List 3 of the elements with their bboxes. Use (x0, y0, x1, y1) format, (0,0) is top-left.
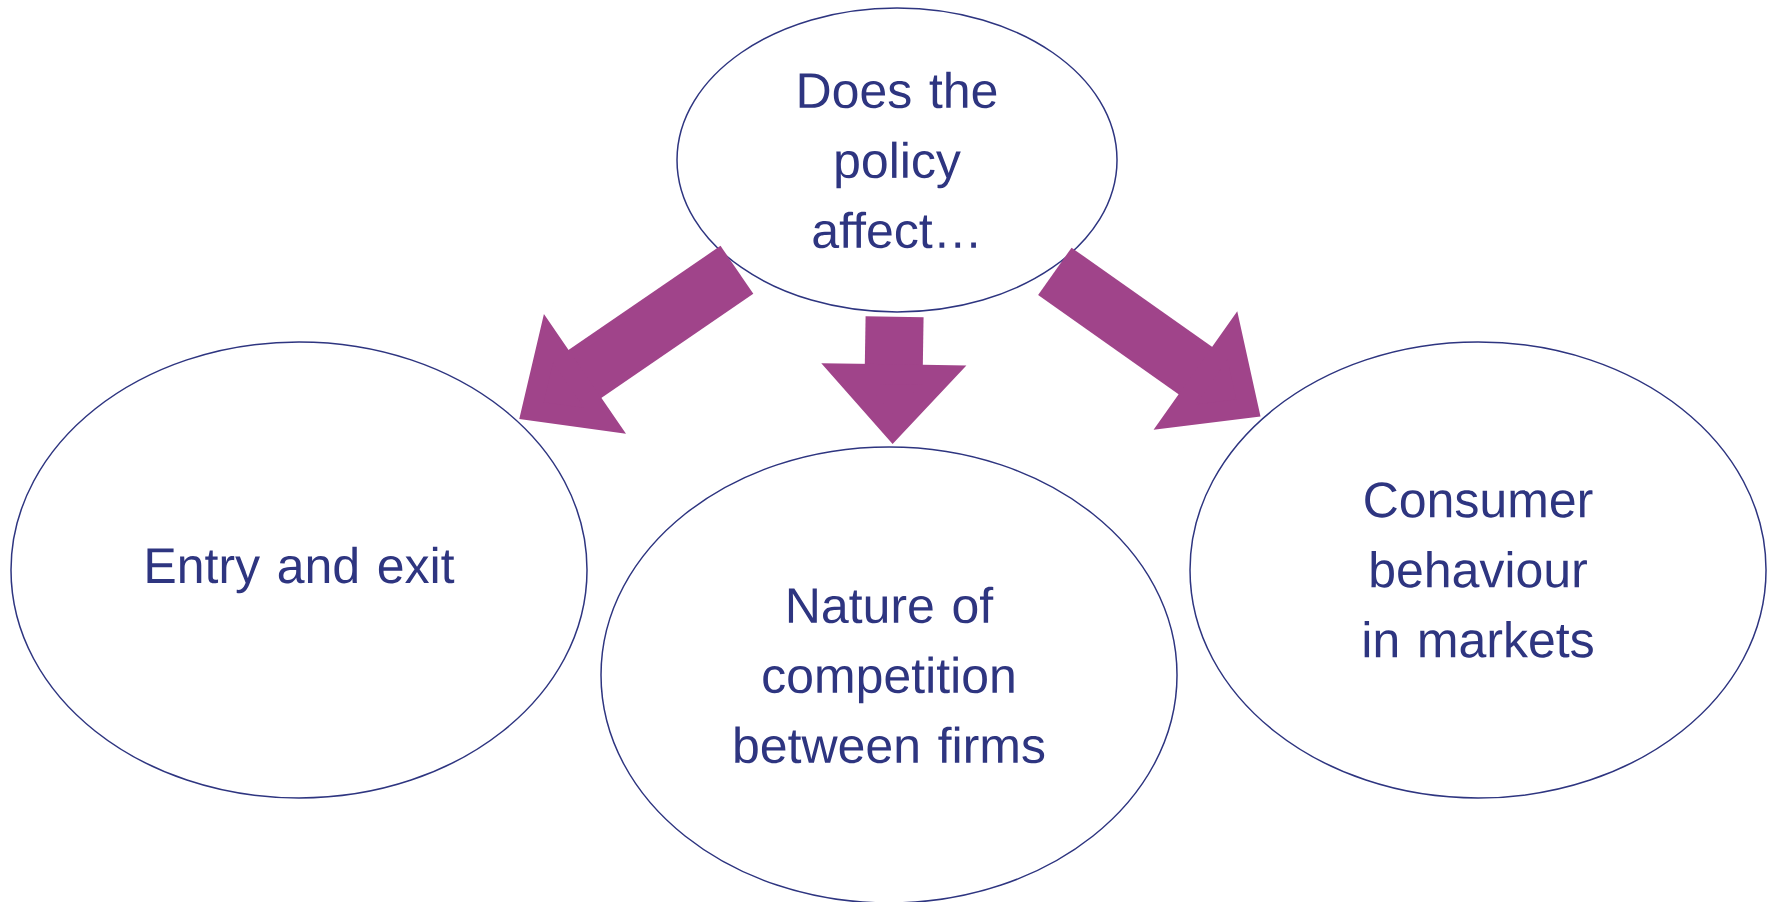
ellipse-node: Entry and exit (10, 341, 588, 799)
ellipse-node: Does the policy affect… (676, 7, 1118, 313)
ellipse-node: Consumer behaviour in markets (1189, 341, 1767, 799)
